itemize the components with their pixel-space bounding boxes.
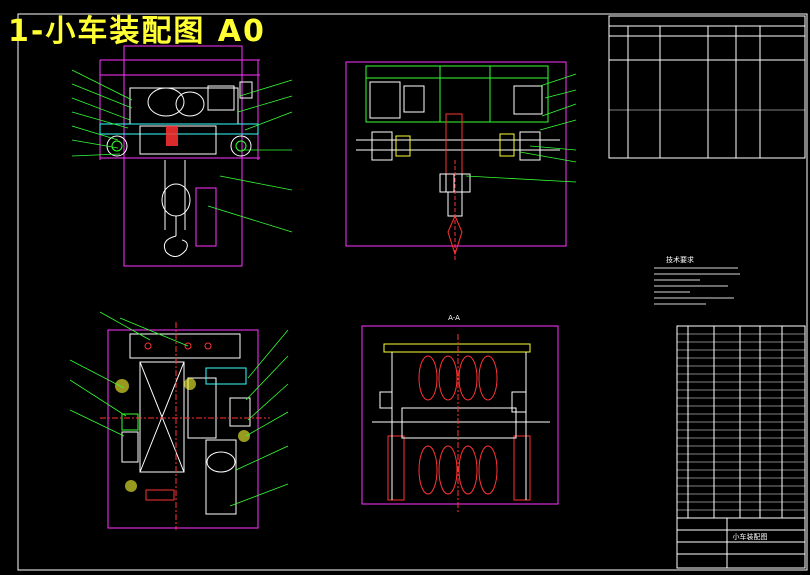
trolley-frame: [99, 123, 259, 135]
title-block: 小车装配图: [676, 517, 806, 569]
section-label: A-A: [448, 314, 460, 322]
gearbox: [207, 85, 235, 111]
motor-plan: [205, 439, 237, 515]
spec-table: [608, 15, 806, 159]
side-view-outline: [345, 61, 567, 247]
front-view-outline: [123, 45, 243, 267]
tech-requirements: 技术要求: [654, 255, 740, 305]
drawing-name: 小车装配图: [733, 532, 768, 541]
tech-requirements-heading: 技术要求: [666, 255, 694, 264]
pulley-group: [418, 355, 498, 495]
drum-section: [401, 407, 517, 439]
drum-side: [445, 113, 463, 175]
plan-view: [69, 311, 289, 530]
parts-list: [676, 325, 806, 519]
motor-assembly: [365, 65, 549, 123]
side-view: [345, 61, 577, 262]
hook-block: [161, 183, 191, 217]
hook: [163, 235, 188, 257]
drawing-title: 1-小车装配图 A0: [8, 14, 266, 49]
drum-plan: [139, 361, 185, 473]
section-view-outline: [361, 325, 559, 505]
section-view: A-A: [361, 314, 559, 512]
drum: [147, 87, 185, 117]
sheet-border: [17, 13, 808, 571]
wheel-right: [230, 135, 252, 157]
front-view: [71, 45, 293, 267]
